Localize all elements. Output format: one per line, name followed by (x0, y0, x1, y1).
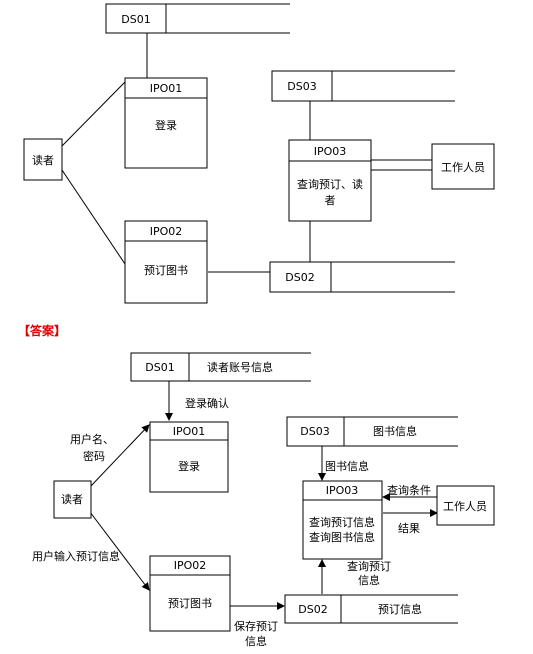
bottom-ipo01-process: IPO01 登录 (149, 421, 229, 493)
bottom-staff-label: 工作人员 (443, 500, 487, 513)
flow-label-query-condition: 查询条件 (387, 483, 431, 497)
flow-label-user-input: 用户输入预订信息 (32, 549, 120, 563)
top-ipo02-id: IPO02 (150, 225, 183, 238)
flow-label-username-line1: 用户名、 (70, 432, 114, 446)
top-reader-label: 读者 (32, 153, 54, 167)
bottom-ipo02-id: IPO02 (174, 559, 207, 572)
flow-reader-to-ipo01 (89, 424, 150, 488)
bottom-diagram: DS01 读者账号信息 IPO01 登录 读者 IPO02 预订图书 DS0 (32, 352, 495, 648)
bottom-ds03-id: DS03 (300, 425, 329, 438)
top-diagram: DS01 IPO01 登录 读者 IPO02 预订图书 DS03 (23, 3, 495, 304)
flow-label-result: 结果 (398, 522, 420, 535)
bottom-ds02-name: 预订信息 (378, 602, 422, 616)
top-ds02-id: DS02 (285, 271, 314, 284)
bottom-reader-label: 读者 (61, 492, 83, 506)
top-ds03-id: DS03 (287, 80, 316, 93)
bottom-ds03-name: 图书信息 (373, 424, 417, 438)
flow-reader-to-ipo02 (89, 511, 150, 591)
bottom-ds01-name: 读者账号信息 (207, 360, 273, 374)
flow-label-query-booking-line2: 信息 (358, 573, 380, 587)
flow-label-login-confirm: 登录确认 (185, 396, 229, 410)
bottom-ipo02-name: 预订图书 (168, 597, 212, 610)
bottom-ipo02-process: IPO02 预订图书 (149, 555, 231, 632)
top-reader-entity: 读者 (23, 138, 63, 181)
top-ipo01-process: IPO01 登录 (124, 77, 208, 169)
flow-label-save-booking-line2: 信息 (245, 634, 267, 648)
top-ipo02-name: 预订图书 (144, 264, 188, 277)
bottom-ds01-id: DS01 (145, 361, 174, 374)
top-ipo01-name: 登录 (155, 118, 177, 132)
bottom-staff-entity: 工作人员 (436, 485, 495, 526)
bottom-reader-entity: 读者 (53, 480, 92, 519)
top-staff-label: 工作人员 (441, 161, 485, 174)
bottom-ipo03-process: IPO03 查询预订信息 查询图书信息 (302, 480, 383, 560)
flow-label-query-booking-line1: 查询预订 (347, 559, 391, 573)
top-ipo01-id: IPO01 (150, 82, 183, 95)
flow-label-save-booking-line1: 保存预订 (234, 619, 278, 633)
answer-label: 【答案】 (18, 324, 67, 338)
top-ds02-store: DS02 (269, 261, 455, 293)
bottom-ipo03-id: IPO03 (326, 484, 359, 497)
bottom-ds03-store: DS03 图书信息 (286, 416, 458, 447)
top-ds01-store: DS01 (105, 3, 290, 34)
top-ipo02-process: IPO02 预订图书 (124, 220, 208, 304)
top-ipo03-name-line1: 查询预订、读 (297, 177, 363, 191)
top-ds01-id: DS01 (121, 13, 150, 26)
flow-label-username-line2: 密码 (83, 449, 105, 463)
bottom-ipo03-name-line2: 查询图书信息 (309, 530, 375, 544)
bottom-ipo03-name-line1: 查询预订信息 (309, 515, 375, 529)
top-reader-ipo01-link (61, 81, 126, 147)
flow-label-book-info: 图书信息 (325, 459, 369, 473)
bottom-ds02-id: DS02 (298, 603, 327, 616)
bottom-ipo01-name: 登录 (178, 459, 200, 473)
top-ipo03-name-line2: 者 (325, 194, 336, 207)
top-ipo03-process: IPO03 查询预订、读 者 (288, 139, 372, 222)
bottom-ipo01-id: IPO01 (173, 425, 206, 438)
bottom-ds01-store: DS01 读者账号信息 (130, 352, 311, 382)
top-reader-ipo02-link (61, 169, 126, 265)
top-ipo03-id: IPO03 (314, 145, 347, 158)
top-ds03-store: DS03 (271, 70, 455, 102)
bottom-ds02-store: DS02 预订信息 (284, 594, 458, 624)
top-staff-entity: 工作人员 (431, 143, 495, 190)
